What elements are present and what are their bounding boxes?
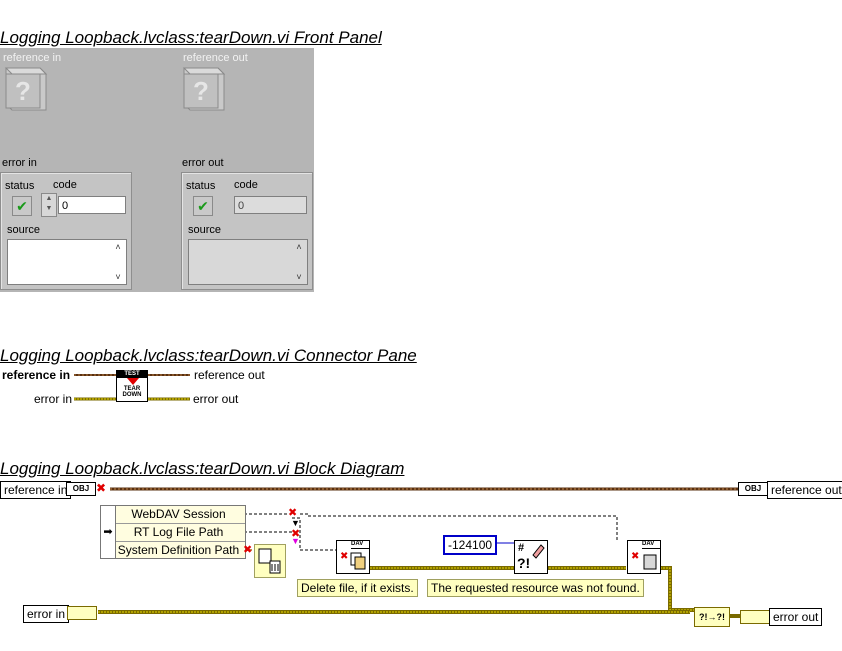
unbundle-item-webdav-session[interactable]: WebDAV Session [116, 506, 245, 524]
error-x-icon: ✖ [288, 507, 298, 519]
hash-icon: # [518, 542, 525, 554]
status-label: status [186, 180, 216, 192]
unbundle-item-rt-log-file-path[interactable]: RT Log File Path [116, 524, 245, 542]
comment-resource-not-found: The requested resource was not found. [427, 579, 644, 597]
merge-errors-node[interactable]: ?!→?! [694, 607, 730, 627]
status-indicator: ✔ [193, 196, 213, 216]
unbundle-item-system-definition-path[interactable]: System Definition Path [117, 543, 240, 557]
status-checkbox[interactable]: ✔ [12, 196, 32, 216]
connector-error-in: error in [34, 392, 73, 406]
error-cluster-tag-in [67, 606, 97, 620]
front-panel: reference in ? reference out ? error in … [0, 48, 314, 292]
arrow-icon: ➡ [101, 506, 116, 558]
reference-in-label: reference in [3, 52, 62, 64]
source-scrollbar[interactable]: ˄˅ [115, 242, 121, 282]
source-textarea[interactable]: ˄˅ [7, 239, 127, 285]
file-icon [350, 552, 366, 570]
code-indicator: 0 [234, 196, 307, 214]
eraser-icon [532, 544, 545, 559]
webdav-delete-node[interactable]: DAV ✖ [336, 540, 370, 574]
error-out-cluster: status code ✔ 0 source ˄˅ [181, 172, 313, 290]
filter-error-node[interactable]: # ?! [514, 540, 548, 574]
comment-delete-file: Delete file, if it exists. [297, 579, 418, 597]
question-icon: ? [193, 76, 209, 106]
diagram-reference-in-terminal[interactable]: reference in [0, 481, 72, 499]
source-label: source [188, 224, 222, 236]
error-cluster-tag-out [740, 610, 770, 624]
block-diagram-heading: Logging Loopback.lvclass:tearDown.vi Blo… [0, 459, 405, 478]
connector-reference-in: reference in [2, 368, 71, 382]
error-x-icon: ✖ [291, 528, 301, 540]
unbundle-by-name-node[interactable]: ➡ WebDAV Session RT Log File Path System… [100, 505, 246, 559]
triangle-down-icon: ▼ [291, 518, 300, 528]
webdav-close-node[interactable]: DAV ✖ [627, 540, 661, 574]
obj-tag-out: OBJ [738, 482, 768, 496]
connector-wires [74, 374, 190, 401]
teardown-vi-icon[interactable]: TEST TEAR DOWN [116, 370, 148, 402]
status-label: status [5, 180, 35, 192]
error-out-label: error out [182, 157, 224, 169]
diagram-reference-out-terminal[interactable]: reference out [767, 481, 842, 499]
code-input[interactable]: 0 [58, 196, 126, 214]
obj-tag-in: OBJ [66, 482, 96, 496]
error-x-icon: ✖ [631, 551, 640, 562]
reference-out-label: reference out [183, 52, 248, 64]
diagram-error-out-terminal[interactable]: error out [769, 608, 823, 626]
error-in-label: error in [2, 157, 37, 169]
source-indicator: ˄˅ [188, 239, 308, 285]
error-x-icon: ✖ [96, 481, 107, 495]
reference-in-control[interactable]: ? [0, 64, 48, 112]
diagram-error-in-terminal[interactable]: error in [23, 605, 70, 623]
connector-reference-out: reference out [194, 368, 265, 382]
file-icon [643, 554, 657, 570]
delete-file-node[interactable] [254, 544, 286, 578]
code-label: code [234, 179, 258, 191]
triangle-down-icon: ▼ [291, 536, 300, 546]
connector-pane-heading: Logging Loopback.lvclass:tearDown.vi Con… [0, 346, 417, 365]
connector-error-out: error out [193, 392, 239, 406]
source-label: source [7, 224, 41, 236]
question-icon: ?! [517, 555, 531, 571]
question-icon: ? [15, 76, 31, 106]
merge-icon: ?!→?! [699, 612, 725, 622]
down-arrow-icon [127, 378, 139, 385]
front-panel-heading: Logging Loopback.lvclass:tearDown.vi Fro… [0, 28, 382, 47]
check-icon: ✔ [197, 197, 209, 214]
code-increment-decrement[interactable]: ▲▼ [41, 193, 57, 217]
error-x-icon: ✖ [340, 551, 349, 562]
reference-out-indicator: ? [182, 67, 226, 111]
check-icon: ✔ [16, 197, 28, 214]
error-x-icon: ✖ [243, 544, 253, 556]
error-in-cluster: status code ✔ ▲▼ 0 source ˄˅ [0, 172, 132, 290]
error-code-constant[interactable]: -124100 [443, 535, 498, 555]
code-label: code [53, 179, 77, 191]
block-diagram-wires [98, 487, 740, 618]
file-delete-icon [258, 548, 281, 574]
source-scrollbar[interactable]: ˄˅ [296, 242, 302, 282]
